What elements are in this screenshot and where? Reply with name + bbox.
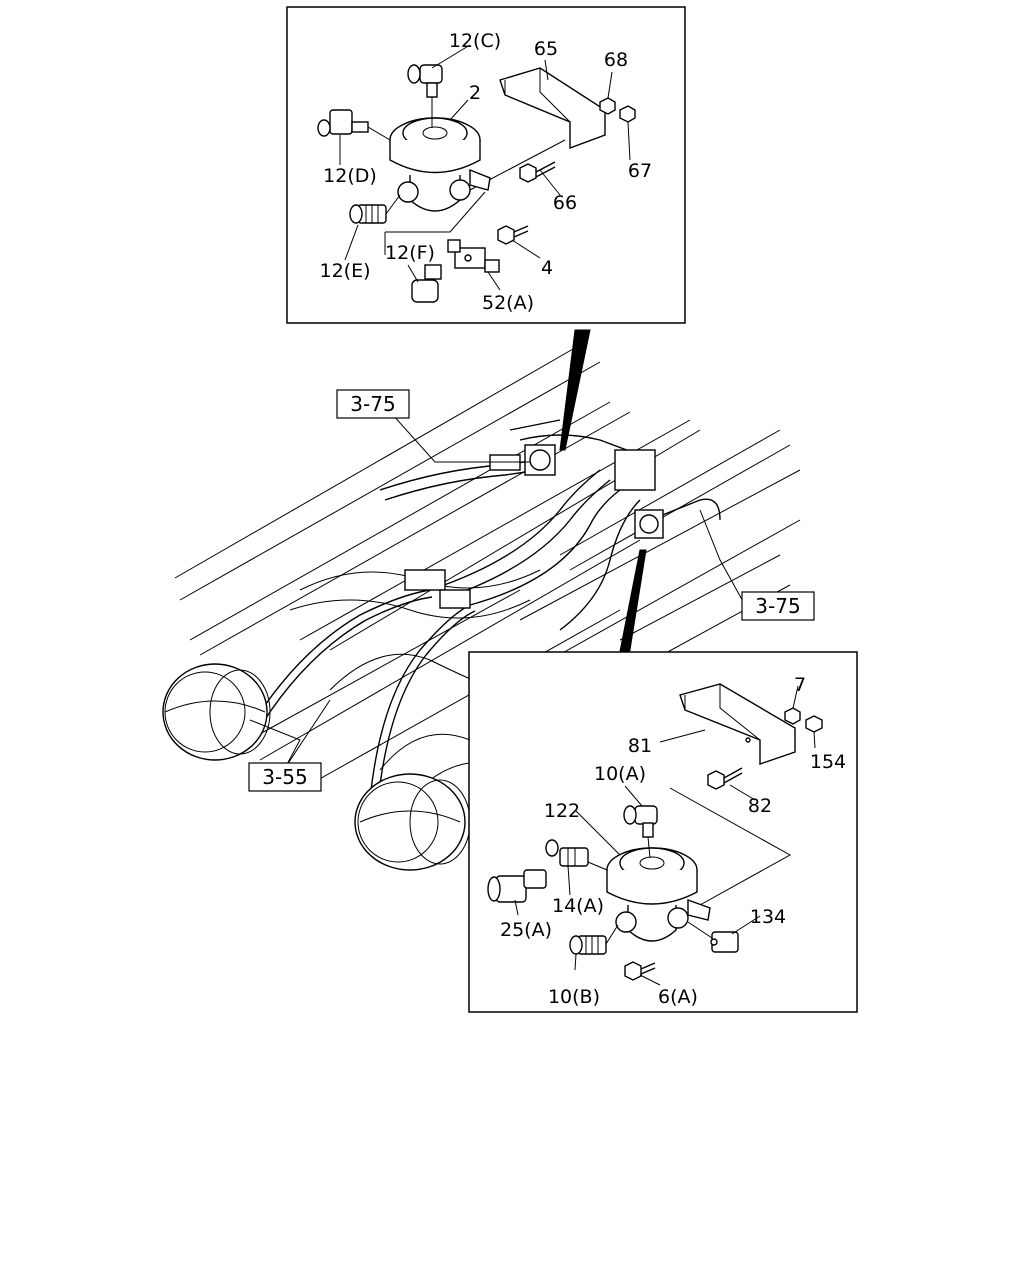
nut-7 <box>784 707 801 725</box>
fitting-10B <box>569 935 607 955</box>
fitting-134 <box>710 931 739 953</box>
relay-valve-2 <box>389 117 491 212</box>
bolt-4 <box>497 225 529 245</box>
bracket-81 <box>679 683 796 765</box>
fitting-14A <box>545 839 589 867</box>
bolt-82 <box>707 767 743 790</box>
ref-label: 3-75 <box>350 392 395 416</box>
label-134: 134 <box>750 906 786 928</box>
label-52A: 52(A) <box>482 292 534 314</box>
top-inset: 12(C) 65 68 2 67 12(D) 66 12(E) 12(F) 4 … <box>286 6 686 324</box>
label-7: 7 <box>794 674 806 696</box>
fitting-10A <box>623 805 658 838</box>
fitting-12F <box>411 264 442 303</box>
label-4: 4 <box>541 257 553 279</box>
label-14A: 14(A) <box>552 895 604 917</box>
ref-box-3-75-right[interactable]: 3-75 <box>741 591 815 621</box>
bolt-66 <box>519 161 556 183</box>
ref-label: 3-75 <box>755 594 800 618</box>
label-67: 67 <box>628 160 652 182</box>
brake-chamber-right <box>354 773 471 871</box>
brake-chamber-left <box>162 663 271 761</box>
label-122: 122 <box>544 800 580 822</box>
fitting-12D <box>317 109 369 137</box>
nut-68 <box>599 97 616 115</box>
label-25A: 25(A) <box>500 919 552 941</box>
fitting-12E <box>349 204 387 224</box>
label-10B: 10(B) <box>548 986 600 1008</box>
tee-52A <box>447 239 500 273</box>
nut-154 <box>805 715 823 733</box>
label-12D: 12(D) <box>323 165 377 187</box>
ref-box-3-75-top[interactable]: 3-75 <box>336 389 410 419</box>
label-12E: 12(E) <box>319 260 370 282</box>
label-2: 2 <box>469 82 481 104</box>
label-6A: 6(A) <box>658 986 698 1008</box>
label-10A: 10(A) <box>594 763 646 785</box>
label-12F: 12(F) <box>385 242 435 264</box>
label-12C: 12(C) <box>449 30 501 52</box>
ref-box-3-55[interactable]: 3-55 <box>248 762 322 792</box>
fitting-12C <box>407 64 443 98</box>
ref-label: 3-55 <box>262 765 307 789</box>
label-66: 66 <box>553 192 577 214</box>
label-68: 68 <box>604 49 628 71</box>
label-82: 82 <box>748 795 772 817</box>
bottom-inset: 7 81 154 10(A) 82 122 134 14(A) 25(A) 10… <box>468 651 858 1013</box>
label-81: 81 <box>628 735 652 757</box>
label-65: 65 <box>534 38 558 60</box>
nut-67 <box>619 105 636 123</box>
relay-valve-122 <box>606 847 711 942</box>
label-154: 154 <box>810 751 846 773</box>
fitting-25A <box>487 869 547 903</box>
bracket-65 <box>499 67 606 150</box>
